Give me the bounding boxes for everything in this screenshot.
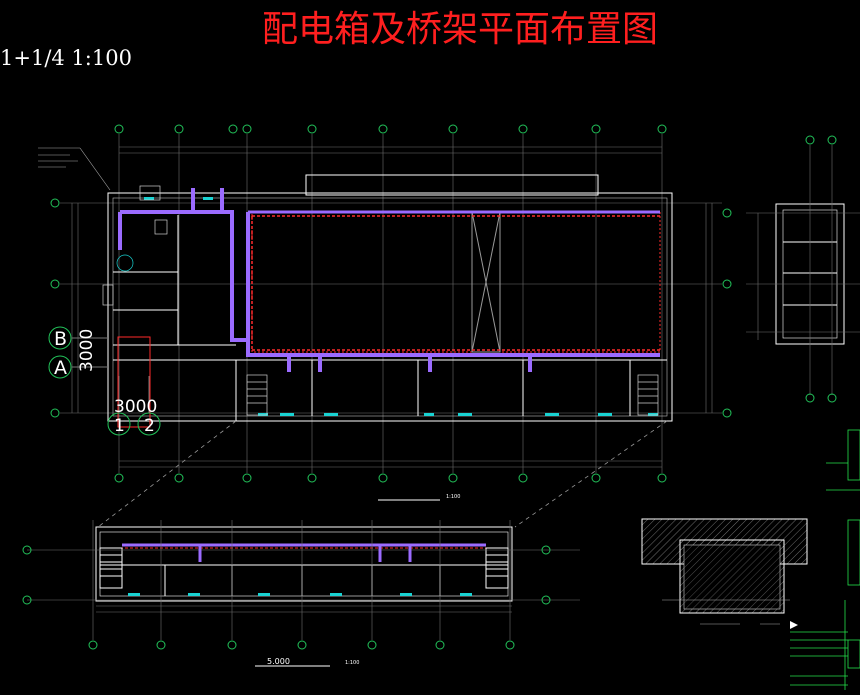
scale-label: 1+1/4 1:100 (0, 46, 132, 70)
stairs-and-equipment (102, 185, 659, 416)
axis-label-a: A (54, 357, 67, 379)
cable-tray-run (118, 188, 660, 372)
green-annotations (790, 429, 860, 690)
second-plan-grid (92, 520, 511, 640)
second-plan-cable-tray (122, 543, 486, 562)
bottom-axis-bubbles (114, 473, 667, 483)
axis-label-b: B (54, 328, 67, 350)
plan-caption-scale: 1:100 (446, 494, 460, 500)
legend-annotation (38, 147, 111, 191)
left-axis-bubbles (50, 198, 60, 418)
top-axis-bubbles (114, 124, 667, 134)
second-plan-caption: 5.000 1:100 (255, 657, 359, 667)
second-plan-caption-scale: 1:100 (345, 660, 359, 666)
plan-caption: 1:100 (378, 494, 460, 501)
axis-dimension-callout (48, 326, 161, 436)
right-axis-bubbles (722, 208, 732, 418)
dim-horizontal-3000: 3000 (114, 397, 157, 417)
power-lines (117, 215, 660, 428)
light-fixtures (144, 197, 658, 416)
second-floor-plan (27, 526, 580, 613)
second-plan-caption-value: 5.000 (267, 657, 290, 666)
plan-grid-lines (60, 134, 722, 473)
hatched-detail (641, 518, 808, 629)
building-walls (107, 174, 673, 422)
dim-vertical-3000: 3000 (77, 329, 97, 372)
second-plan-fixtures (128, 593, 472, 596)
axis-label-2: 2 (144, 416, 155, 436)
projection-dashes (97, 420, 668, 528)
axis-label-1: 1 (114, 416, 125, 436)
right-detail-plan (746, 135, 860, 403)
second-plan-axis-bubbles (22, 545, 551, 650)
